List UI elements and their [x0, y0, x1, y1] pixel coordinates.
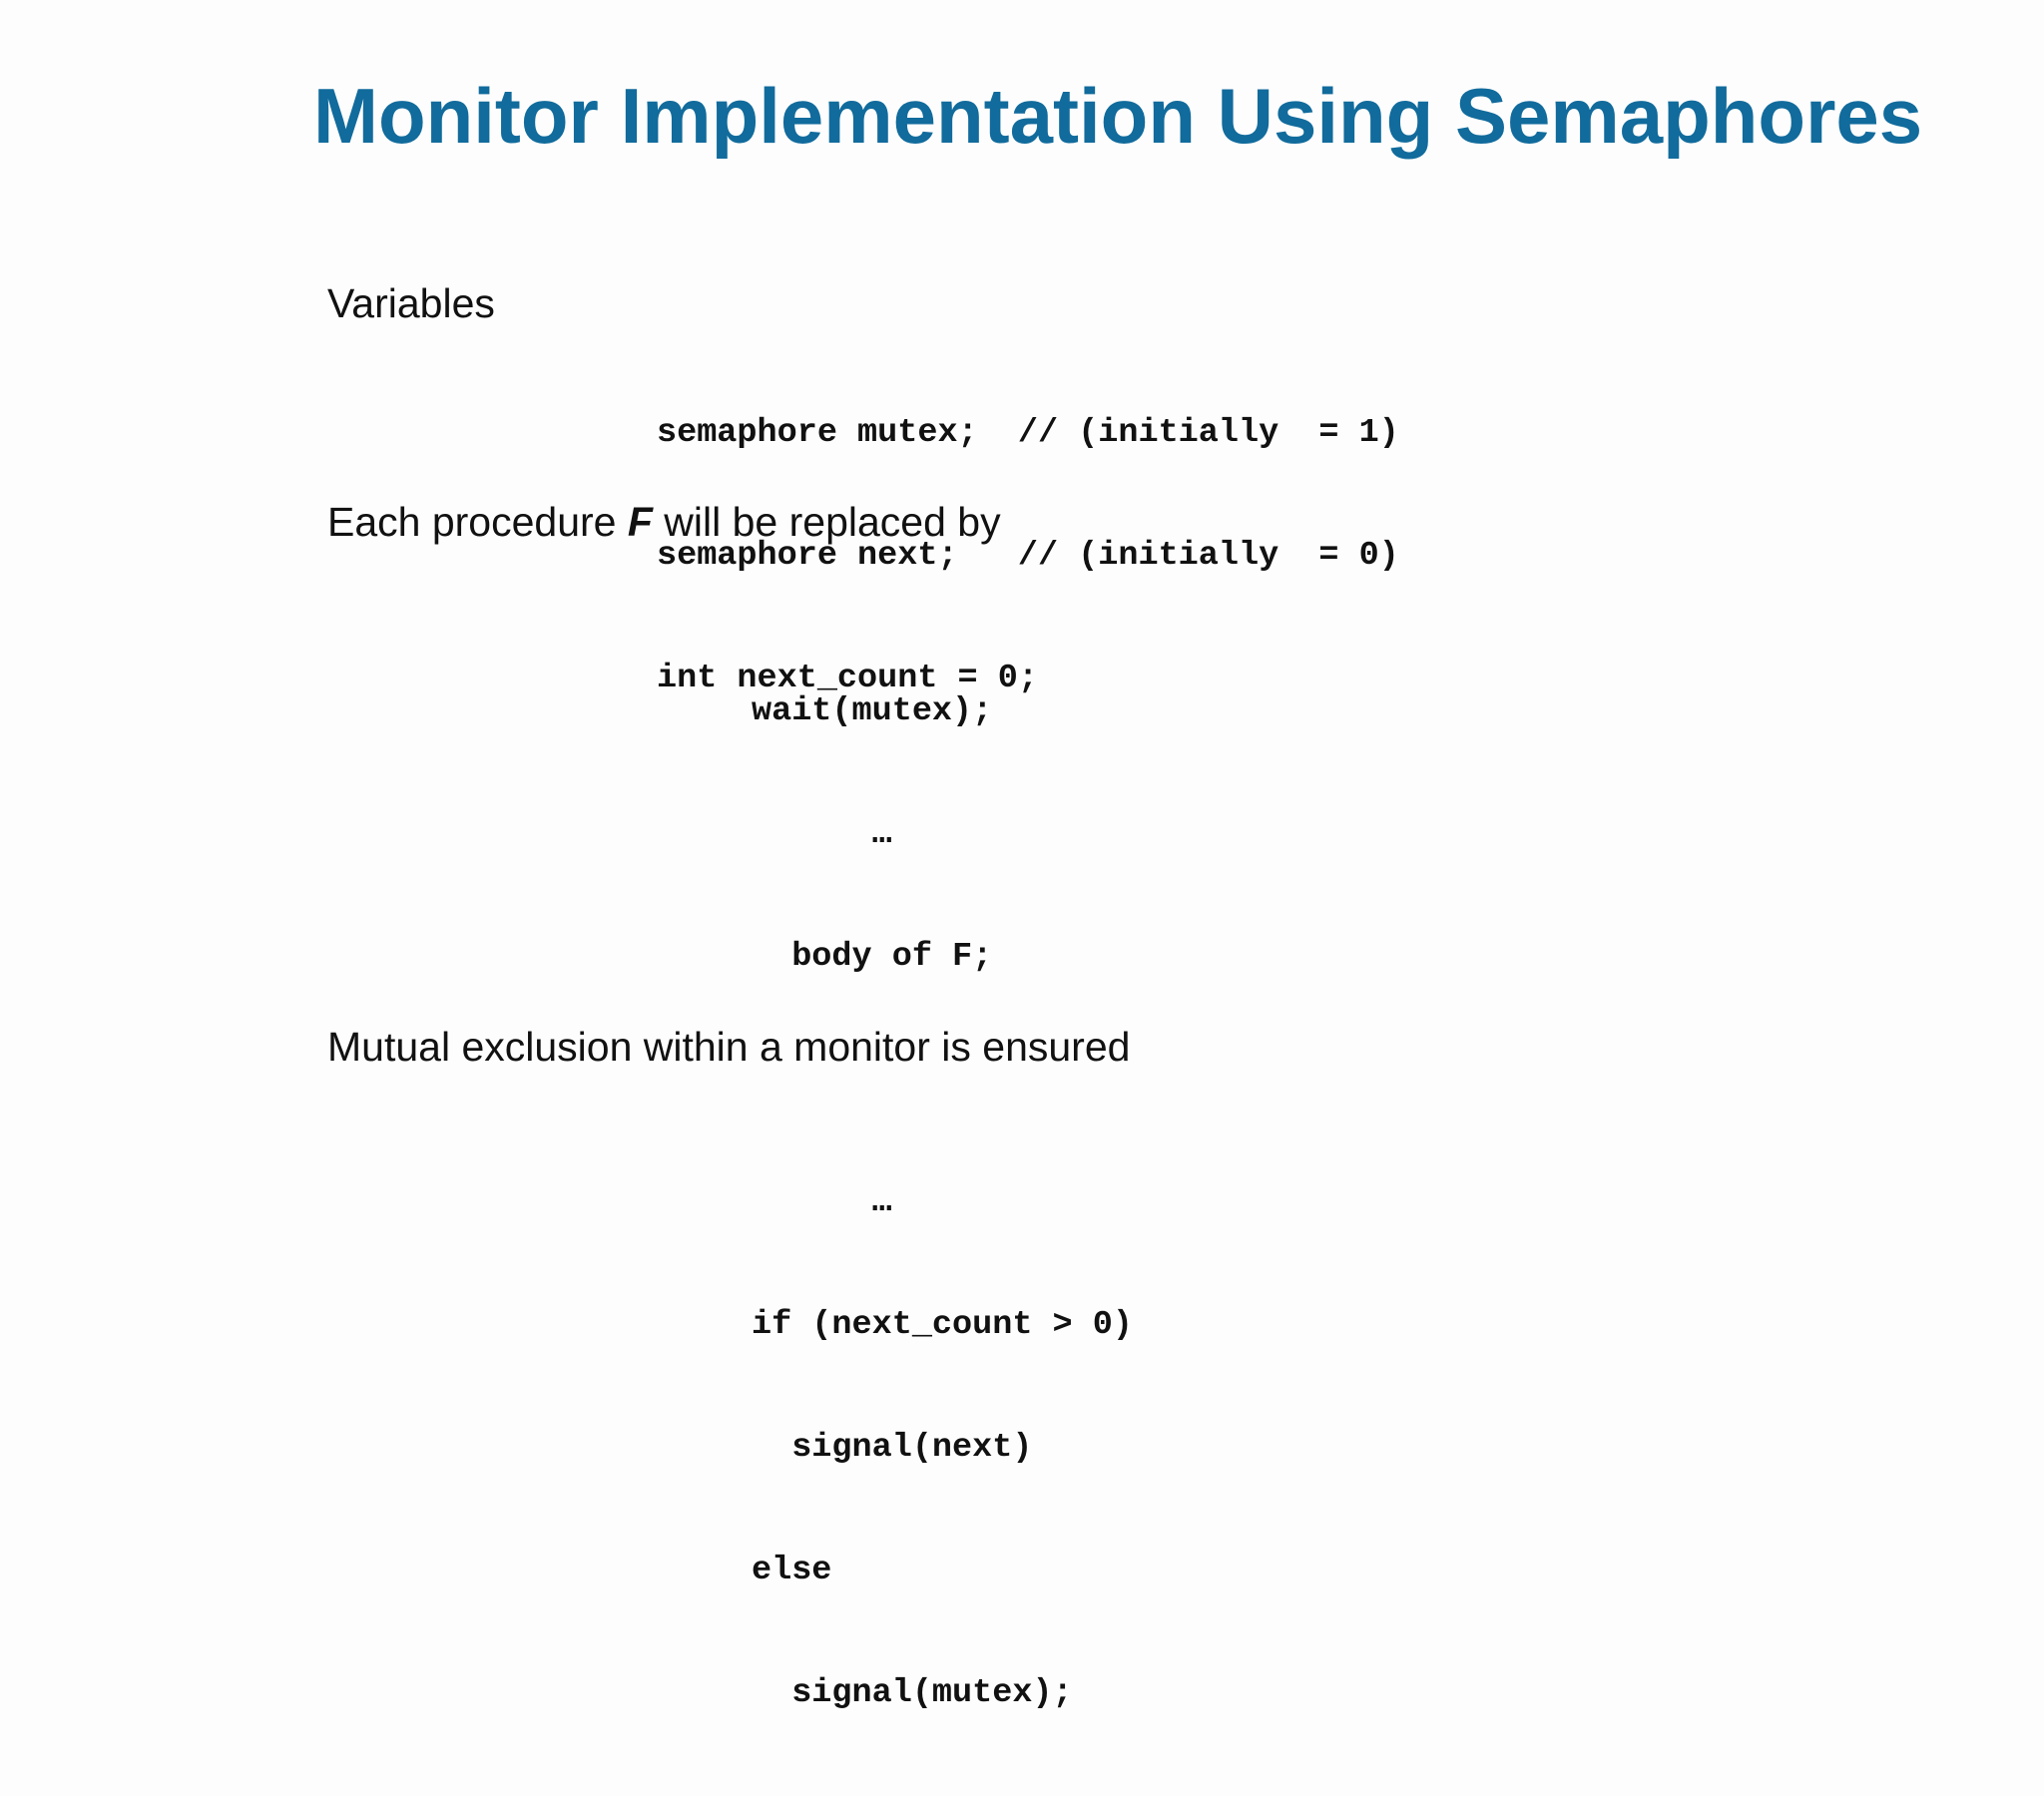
- slide: Monitor Implementation Using Semaphores …: [313, 72, 1923, 1712]
- conclusion-text: Mutual exclusion within a monitor is ens…: [327, 1024, 1131, 1070]
- slide-title: Monitor Implementation Using Semaphores: [313, 72, 1923, 160]
- procedure-code-block: wait(mutex); … body of F; … if (next_cou…: [752, 610, 1133, 1796]
- code-line: if (next_count > 0): [752, 1306, 1133, 1344]
- variables-heading: Variables: [327, 280, 495, 326]
- code-line: semaphore mutex; // (initially = 1): [657, 414, 1399, 452]
- code-line: wait(mutex);: [752, 692, 993, 730]
- procedure-prefix: Each procedure: [327, 499, 628, 545]
- code-line: …: [752, 1183, 892, 1221]
- procedure-suffix: will be replaced by: [652, 499, 1001, 545]
- procedure-statement: Each procedure F will be replaced by: [327, 498, 1001, 546]
- code-line: signal(next): [752, 1429, 1033, 1467]
- code-line: int next_count = 0;: [657, 660, 1038, 697]
- code-line: signal(mutex);: [752, 1674, 1073, 1712]
- code-line: …: [752, 815, 892, 853]
- variables-code-block: semaphore mutex; // (initially = 1) sema…: [657, 331, 1399, 781]
- procedure-name: F: [627, 499, 653, 545]
- code-line: semaphore next; // (initially = 0): [657, 537, 1399, 575]
- code-line: body of F;: [752, 938, 993, 976]
- code-line: else: [752, 1552, 832, 1589]
